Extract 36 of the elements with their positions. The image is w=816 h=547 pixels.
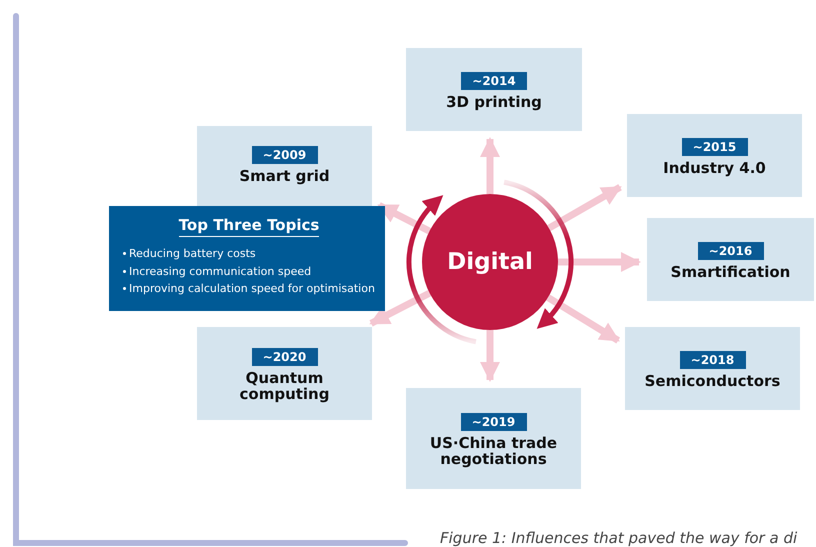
topic-label: Smart grid xyxy=(239,168,330,184)
topic-box xyxy=(197,126,372,208)
year-badge: ~2014 xyxy=(461,72,527,90)
year-badge: ~2015 xyxy=(682,138,748,156)
arrow xyxy=(369,290,432,326)
callout-box xyxy=(109,206,385,311)
year-badge: ~2019 xyxy=(460,412,526,430)
topic-box xyxy=(627,114,802,197)
bullet-item: Increasing communication speed xyxy=(129,264,312,280)
callout-heading: Top Three Topics xyxy=(178,216,320,237)
topic-box xyxy=(625,327,800,410)
topic-label: US·China trade negotiations xyxy=(428,434,558,466)
year-badge: ~2009 xyxy=(252,146,318,164)
topic-box xyxy=(406,388,581,489)
arrow xyxy=(546,294,620,344)
bullet-item: Reducing battery costs xyxy=(129,246,256,262)
arrow xyxy=(547,184,622,232)
year-badge: ~2020 xyxy=(252,348,318,366)
topic-label: 3D printing xyxy=(446,94,542,110)
topic-box xyxy=(197,327,372,420)
year-badge: ~2016 xyxy=(698,242,764,260)
year-badge: ~2018 xyxy=(680,350,746,368)
topic-label: Industry 4.0 xyxy=(663,160,766,176)
figure-caption: Figure 1: Influences that paved the way for a di xyxy=(440,529,798,547)
hub-circle xyxy=(422,194,558,330)
arrow xyxy=(480,330,500,382)
topic-box xyxy=(647,218,814,301)
bullet-item: Improving calculation speed for optimisation xyxy=(129,281,375,297)
topic-label: Semiconductors xyxy=(644,372,780,388)
topic-label: Quantum computing xyxy=(238,370,330,402)
arrow xyxy=(377,202,432,234)
topic-box xyxy=(406,48,582,131)
arrow xyxy=(480,137,500,194)
hub-label: Digital xyxy=(447,249,533,275)
arrow xyxy=(558,252,641,272)
topic-label: Smartification xyxy=(670,264,790,280)
